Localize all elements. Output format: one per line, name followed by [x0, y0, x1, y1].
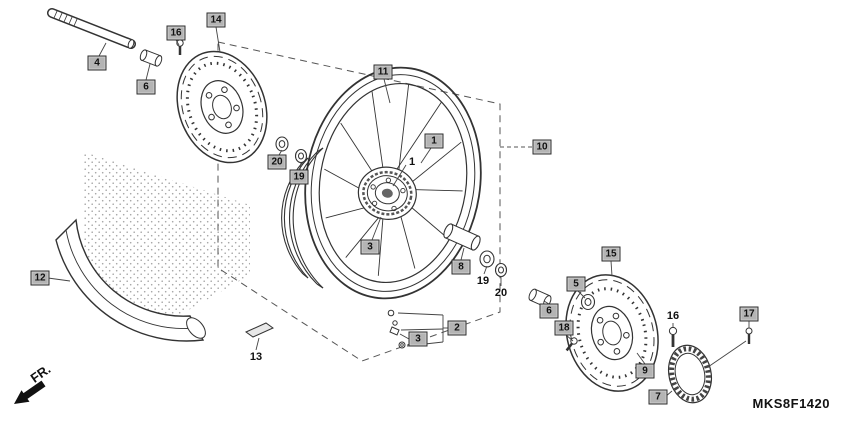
- bolt-16-right: [668, 326, 678, 347]
- front-brake-disc-left: [176, 50, 268, 164]
- fr-arrow-icon: [14, 380, 46, 404]
- callout-7: 7: [648, 389, 668, 405]
- seal-20-right: [494, 262, 508, 278]
- callout-5: 5: [566, 276, 586, 292]
- hub: [357, 166, 417, 220]
- bolt-17: [745, 327, 753, 344]
- valve-parts: [387, 309, 406, 349]
- wheel: [304, 66, 482, 300]
- callout-6: 6: [539, 303, 559, 319]
- callout-16: 16: [666, 310, 680, 322]
- callout-16: 16: [166, 25, 186, 41]
- axle-shaft: [47, 8, 136, 49]
- callout-1: 1: [424, 133, 444, 149]
- seal-20-left: [275, 136, 289, 152]
- balance-weight: [245, 322, 274, 338]
- callout-4: 4: [87, 55, 107, 71]
- bolt-18: [565, 337, 578, 352]
- spacer-8: [443, 223, 481, 251]
- small-parts: [139, 39, 753, 352]
- rim-band: [281, 147, 324, 289]
- callout-18: 18: [554, 320, 574, 336]
- callout-20: 20: [267, 154, 287, 170]
- callout-13: 13: [249, 351, 263, 363]
- callout-11: 11: [373, 64, 393, 80]
- callout-6: 6: [136, 79, 156, 95]
- callout-10: 10: [532, 139, 552, 155]
- callout-2: 2: [447, 320, 467, 336]
- diagram-code: MKS8F1420: [752, 396, 830, 411]
- stipple-shading: [84, 152, 250, 332]
- callout-3: 3: [408, 331, 428, 347]
- boundary-dashed: [217, 41, 533, 362]
- callout-19: 19: [476, 275, 490, 287]
- callout-12: 12: [30, 270, 50, 286]
- pulser-ring: [667, 344, 713, 404]
- callout-15: 15: [601, 246, 621, 262]
- callout-19: 19: [289, 169, 309, 185]
- bearing-19-left: [294, 148, 308, 164]
- bearing-19-right: [479, 250, 495, 268]
- callout-14: 14: [206, 12, 226, 28]
- leader-lines: [47, 26, 750, 398]
- callout-1: 1: [408, 156, 416, 168]
- tire-section: [55, 218, 206, 342]
- callout-9: 9: [635, 363, 655, 379]
- callout-20: 20: [494, 287, 508, 299]
- callout-17: 17: [739, 306, 759, 322]
- collar-left: [139, 49, 163, 67]
- callout-3: 3: [360, 239, 380, 255]
- callout-8: 8: [451, 259, 471, 275]
